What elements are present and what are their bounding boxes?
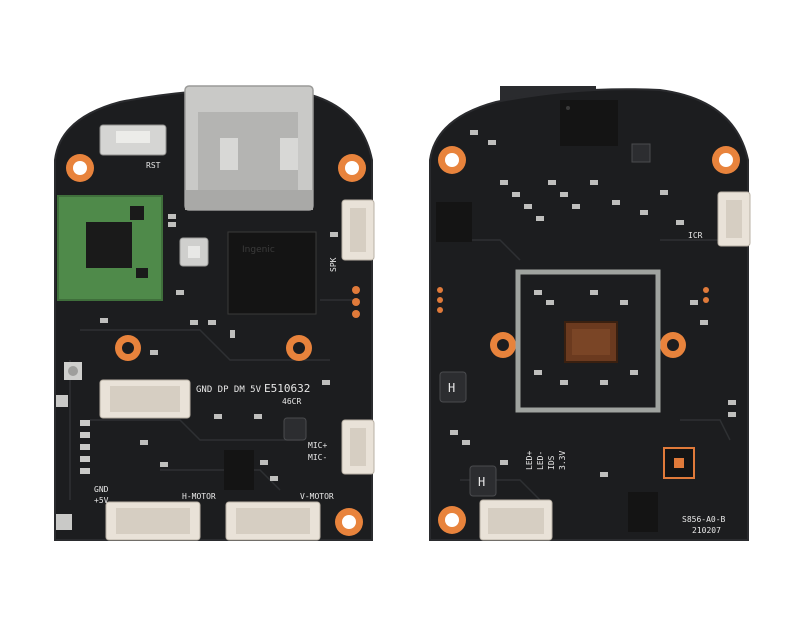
flash-chip — [560, 100, 618, 146]
label-ids: IDS — [547, 455, 556, 470]
sop-chip — [628, 492, 658, 532]
svg-text:H: H — [448, 381, 455, 395]
right-test-pads — [437, 287, 709, 313]
label-cert: E510632 — [264, 382, 310, 395]
side-pin-strip — [56, 395, 90, 530]
left-mount-holes — [66, 154, 366, 536]
test-pads — [352, 286, 360, 318]
left-smd-components — [100, 214, 338, 481]
chip-logo: Ingenic — [242, 245, 275, 255]
label-h-motor: H-MOTOR — [182, 492, 216, 501]
speaker-connector — [341, 199, 375, 261]
label-v-motor: V-MOTOR — [300, 492, 334, 501]
qfn-chip — [663, 447, 695, 479]
main-soc-chip: Ingenic — [227, 231, 317, 315]
reset-button — [99, 124, 167, 156]
label-mic-minus: MIC- — [308, 453, 327, 462]
sd-card-slot — [184, 85, 314, 211]
antenna-connector — [64, 362, 82, 380]
crystal-oscillator — [179, 237, 209, 267]
image-sensor-area — [515, 269, 661, 413]
icr-connector — [717, 191, 751, 247]
power-ic — [224, 450, 254, 490]
inductor-h2: H — [469, 465, 497, 497]
label-led-minus: LED- — [536, 451, 545, 470]
right-smd-components — [450, 130, 736, 477]
label-cert-small: 46CR — [282, 397, 301, 406]
label-pins: GND DP DM 5V — [196, 385, 262, 395]
label-gnd: GND — [94, 485, 109, 494]
right-board-outline — [429, 88, 749, 541]
right-mount-holes — [438, 146, 740, 534]
left-circuit-board: RST Ingenic — [54, 85, 375, 541]
small-chip-top — [631, 143, 651, 163]
inductor-h1: H — [439, 371, 467, 403]
label-mic-plus: MIC+ — [308, 441, 327, 450]
mosfet-chip — [436, 202, 472, 242]
label-spk: SPK — [329, 257, 338, 272]
label-icr: ICR — [688, 231, 703, 240]
label-3v3: 3.3V — [558, 451, 567, 470]
inductor — [283, 417, 307, 441]
v-motor-connector — [225, 501, 321, 541]
label-date: 210207 — [692, 526, 721, 535]
h-motor-connector — [105, 501, 201, 541]
label-rst: RST — [146, 161, 161, 170]
bottom-connector — [479, 499, 553, 541]
svg-text:H: H — [478, 475, 485, 489]
right-circuit-board: ICR H H LED+ LED- IDS 3.3V — [429, 86, 751, 541]
mic-connector — [341, 419, 375, 475]
wifi-module — [57, 195, 163, 301]
label-5v: +5V — [94, 496, 109, 505]
label-led-plus: LED+ — [525, 451, 534, 470]
usb-connector — [99, 379, 191, 419]
left-traces — [69, 299, 360, 500]
label-model: S856-A0-B — [682, 515, 726, 524]
